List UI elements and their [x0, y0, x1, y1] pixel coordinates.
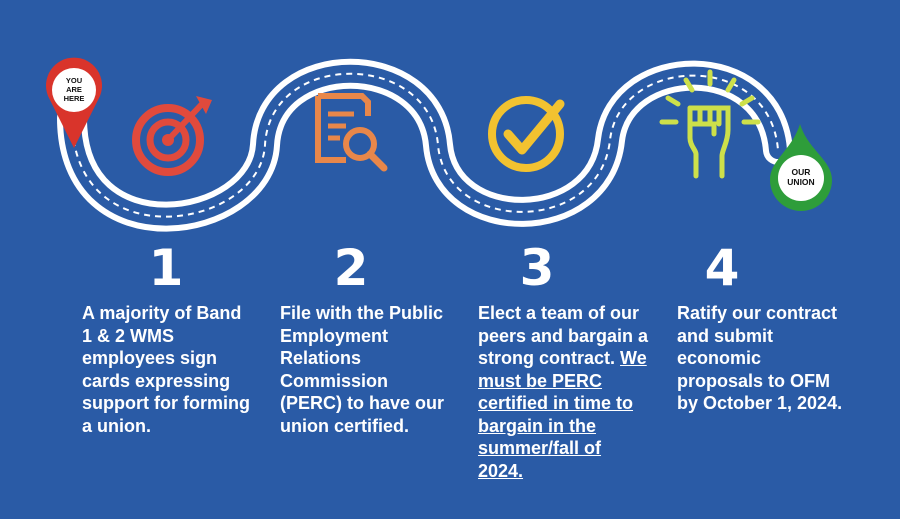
step-2-text: File with the Public Employment Relation… [280, 303, 445, 436]
pin-union-text: UNION [787, 177, 814, 187]
step-4-text: Ratify our contract and submit economic … [677, 303, 843, 413]
step-1-number: 1 [148, 239, 184, 297]
step-3-description: Elect a team of our peers and bargain a … [478, 302, 650, 482]
road-dashes [71, 72, 779, 218]
step-1-description: A majority of Band 1 & 2 WMS employees s… [82, 302, 252, 437]
step-1-text: A majority of Band 1 & 2 WMS employees s… [82, 303, 250, 436]
you-are-here-pin: YOU ARE HERE [46, 57, 103, 148]
step-4-description: Ratify our contract and submit economic … [677, 302, 847, 415]
step-4-number: 4 [704, 239, 740, 297]
document-search-icon [315, 93, 388, 172]
step-3-number: 3 [519, 239, 555, 297]
step-2-description: File with the Public Employment Relation… [280, 302, 455, 437]
pin-our-text: OUR [792, 167, 811, 177]
pin-you-text: YOU [66, 76, 82, 85]
step-3-underlined-text: We must be PERC certified in time to bar… [478, 348, 647, 481]
step-3-text: Elect a team of our peers and bargain a … [478, 303, 649, 368]
target-icon [132, 96, 212, 176]
our-union-pin: OUR UNION [770, 124, 832, 211]
raised-fist-icon [659, 69, 761, 179]
pin-are-text: ARE [66, 85, 82, 94]
checkmark-icon [488, 96, 565, 172]
step-2-number: 2 [333, 239, 369, 297]
pin-here-text: HERE [64, 94, 85, 103]
